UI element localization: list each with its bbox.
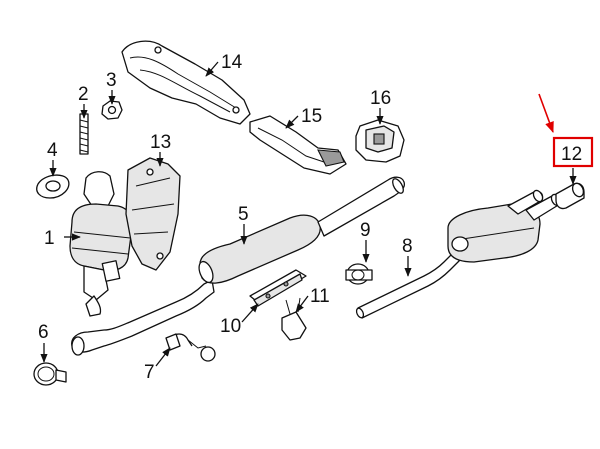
callout-12: 12 [561,144,582,165]
highlight-annotation [538,93,594,168]
rear-muffler[interactable] [447,189,562,263]
callout-2: 2 [78,84,89,105]
callout-11: 11 [310,286,330,307]
front-pipe-resonator[interactable] [71,176,406,356]
band-clamp[interactable] [33,362,67,386]
highlight-box [552,136,594,168]
callout-6: 6 [38,322,49,343]
exhaust-mount-bracket[interactable] [355,119,405,163]
catalytic-converter[interactable] [69,171,134,317]
converter-heat-shield[interactable] [125,157,181,271]
stud[interactable] [79,113,89,155]
callout-16: 16 [370,88,391,109]
heat-shield-lower[interactable] [249,115,347,175]
callout-leaders [40,61,577,367]
callout-5: 5 [238,204,249,225]
pipe-clamp[interactable] [345,263,373,285]
callout-13: 13 [150,132,171,153]
oxygen-sensor[interactable] [165,333,216,362]
callout-14: 14 [221,52,243,73]
callout-9: 9 [360,220,371,241]
callout-8: 8 [402,236,413,257]
callout-10: 10 [220,316,241,337]
callout-15: 15 [301,106,322,127]
callout-3: 3 [106,70,117,91]
callout-labels: 1 2 3 4 5 6 7 8 9 10 11 12 13 14 15 16 [38,52,582,383]
callout-4: 4 [47,140,58,161]
exhaust-tip[interactable] [555,182,585,210]
callout-7: 7 [144,362,155,383]
callout-1: 1 [44,228,55,249]
gasket[interactable] [36,174,70,199]
heat-shield-upper[interactable] [121,40,251,125]
hanger-bracket[interactable] [249,269,307,307]
